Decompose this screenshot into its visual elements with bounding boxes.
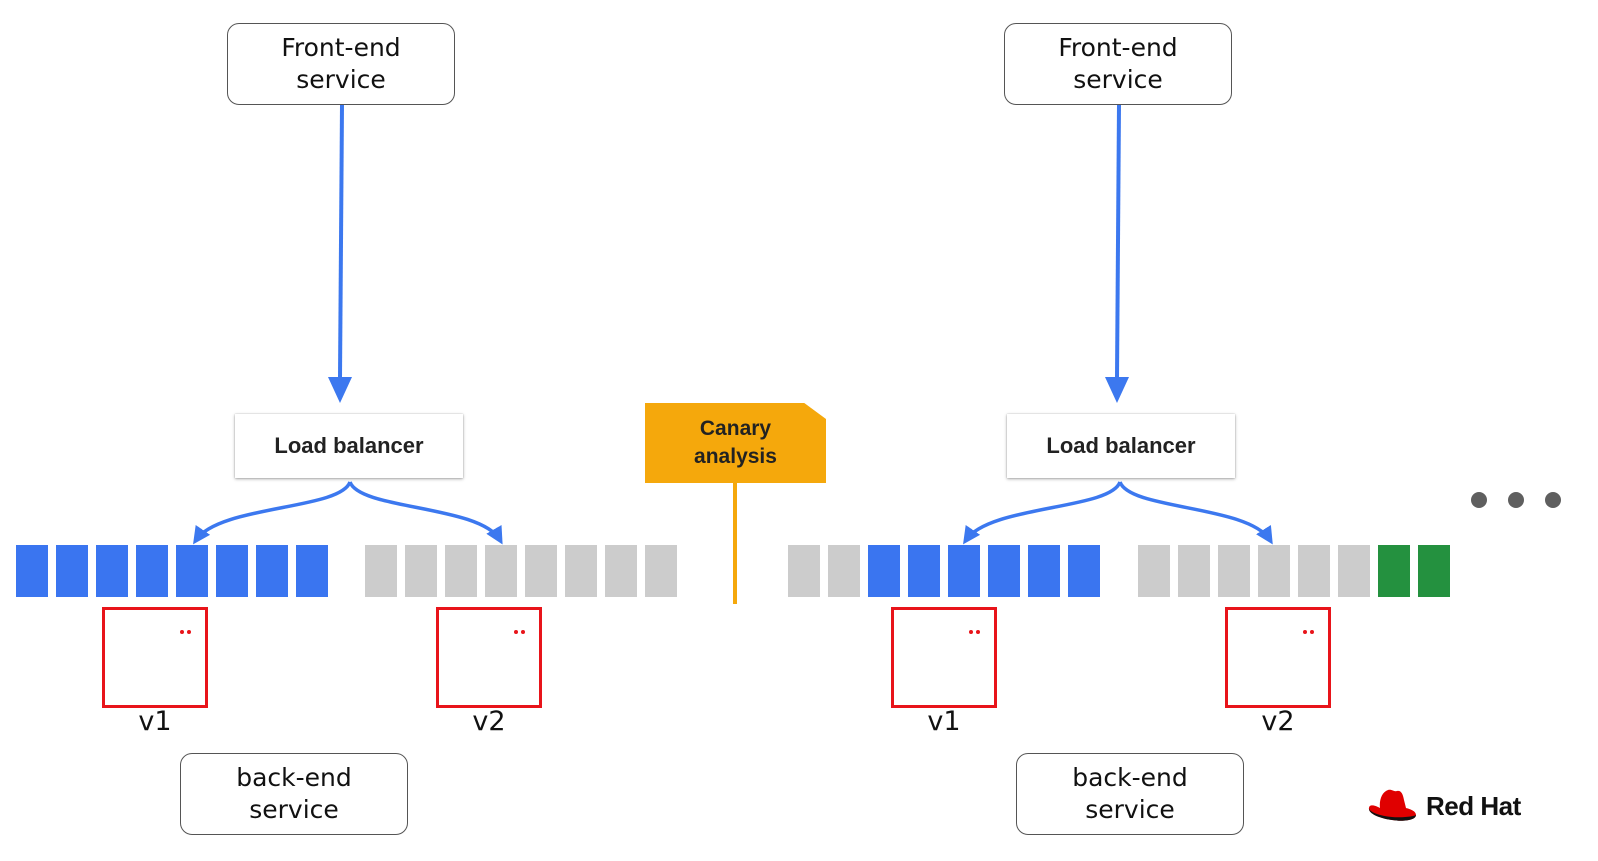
traffic-block — [136, 545, 168, 597]
pod-dots-icon — [177, 621, 191, 639]
load-balancer-box: Load balancer — [235, 414, 463, 478]
pod-v1 — [102, 607, 208, 708]
traffic-block — [565, 545, 597, 597]
traffic-block — [56, 545, 88, 597]
traffic-block — [1178, 545, 1210, 597]
frontend-to-lb-arrow — [1115, 104, 1121, 379]
pod-v1-label: v1 — [927, 706, 961, 737]
traffic-block — [828, 545, 860, 597]
frontend-label-line1: Front-end — [281, 33, 401, 62]
traffic-block — [948, 545, 980, 597]
traffic-block — [485, 545, 517, 597]
load-balancer-label: Load balancer — [274, 433, 424, 458]
traffic-block — [605, 545, 637, 597]
traffic-block — [216, 545, 248, 597]
traffic-block — [908, 545, 940, 597]
traffic-block — [1218, 545, 1250, 597]
backend-label-line2: service — [249, 795, 339, 824]
pod-v1-label: v1 — [138, 706, 172, 737]
traffic-block — [405, 545, 437, 597]
frontend-label-line2: service — [296, 65, 386, 94]
pod-v2-label: v2 — [472, 706, 506, 737]
pod-dots-icon — [966, 621, 980, 639]
pod-dots-icon — [511, 621, 525, 639]
frontend-label-line1: Front-end — [1058, 33, 1178, 62]
traffic-block — [868, 545, 900, 597]
backend-label-line2: service — [1085, 795, 1175, 824]
lb-to-v2-arrow — [348, 481, 503, 545]
redhat-logo: Red Hat — [1366, 786, 1521, 826]
frontend-label-line2: service — [1073, 65, 1163, 94]
lb-to-v1-arrow — [963, 481, 1122, 545]
canary-flag-pole — [733, 483, 737, 604]
traffic-block — [1138, 545, 1170, 597]
traffic-block — [1028, 545, 1060, 597]
redhat-logo-text: Red Hat — [1426, 790, 1521, 821]
traffic-block — [1298, 545, 1330, 597]
traffic-block — [788, 545, 820, 597]
traffic-block — [256, 545, 288, 597]
traffic-block — [365, 545, 397, 597]
traffic-block — [1338, 545, 1370, 597]
traffic-block — [645, 545, 677, 597]
traffic-block — [1068, 545, 1100, 597]
load-balancer-label: Load balancer — [1046, 433, 1196, 458]
traffic-block — [988, 545, 1020, 597]
load-balancer-box: Load balancer — [1007, 414, 1235, 478]
backend-service-box: back-end service — [180, 753, 408, 835]
traffic-block — [445, 545, 477, 597]
canary-analysis-flag: Canary analysis — [645, 403, 826, 483]
traffic-block — [1258, 545, 1290, 597]
canary-label-line2: analysis — [694, 445, 777, 468]
backend-label-line1: back-end — [236, 763, 352, 792]
traffic-block — [16, 545, 48, 597]
pod-v2 — [1225, 607, 1331, 708]
redhat-fedora-icon — [1368, 789, 1416, 821]
arrowhead-down — [1105, 377, 1129, 403]
pod-dots-icon — [1300, 621, 1314, 639]
traffic-block — [1418, 545, 1450, 597]
frontend-service-box: Front-end service — [227, 23, 455, 105]
frontend-to-lb-arrow — [338, 104, 344, 379]
canary-label-line1: Canary — [699, 417, 772, 440]
arrowhead-down — [328, 377, 352, 403]
traffic-block — [96, 545, 128, 597]
lb-to-v2-arrow — [1118, 481, 1273, 545]
backend-label-line1: back-end — [1072, 763, 1188, 792]
pod-v2 — [436, 607, 542, 708]
pod-v1 — [891, 607, 997, 708]
frontend-service-box: Front-end service — [1004, 23, 1232, 105]
lb-to-v1-arrow — [193, 481, 352, 545]
traffic-block — [296, 545, 328, 597]
traffic-block — [1378, 545, 1410, 597]
backend-service-box: back-end service — [1016, 753, 1244, 835]
traffic-block — [525, 545, 557, 597]
pod-v2-label: v2 — [1261, 706, 1295, 737]
traffic-block — [176, 545, 208, 597]
